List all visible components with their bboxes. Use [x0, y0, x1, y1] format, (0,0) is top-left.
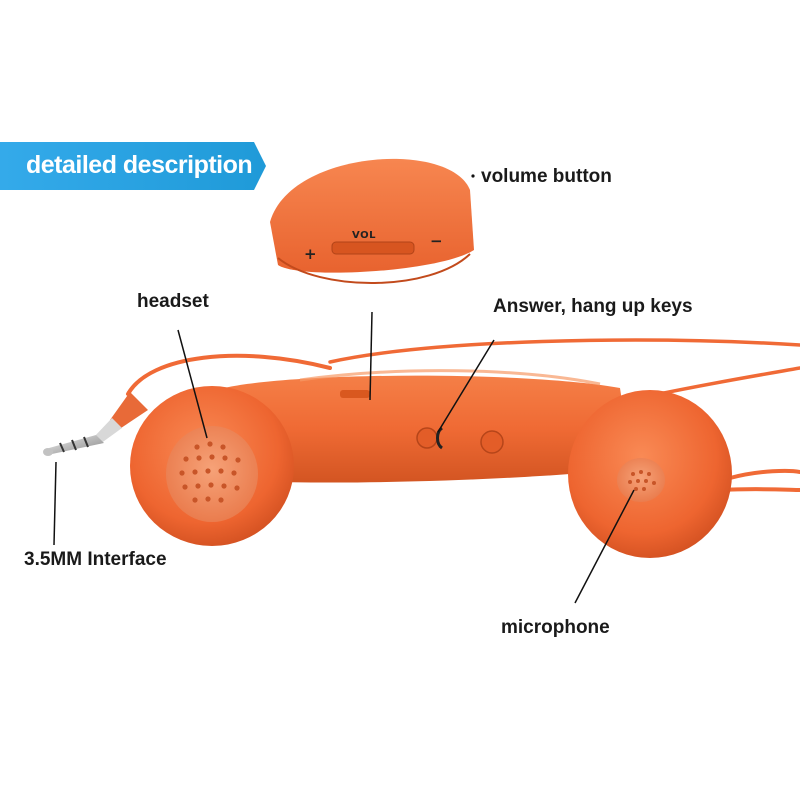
- banner-background: [0, 142, 266, 190]
- audio-jack: [43, 392, 148, 456]
- banner-title: detailed description: [26, 151, 253, 179]
- volume-button-label: volume button: [481, 166, 612, 187]
- vol-marking: VOL: [352, 230, 376, 241]
- microphone-label: microphone: [501, 617, 610, 638]
- minus-marking: −: [430, 232, 443, 250]
- microphone-grille: [617, 458, 665, 502]
- interface-label: 3.5MM Interface: [24, 549, 167, 570]
- plus-marking: +: [304, 245, 317, 263]
- earpiece-grille: [166, 426, 258, 522]
- leader-lines: [53, 174, 635, 604]
- section-banner: detailed description: [0, 142, 266, 190]
- call-buttons: [340, 390, 504, 454]
- answer-keys-label: Answer, hang up keys: [493, 296, 693, 317]
- headset-label: headset: [137, 291, 209, 312]
- volume-zoom-inset: [270, 158, 474, 300]
